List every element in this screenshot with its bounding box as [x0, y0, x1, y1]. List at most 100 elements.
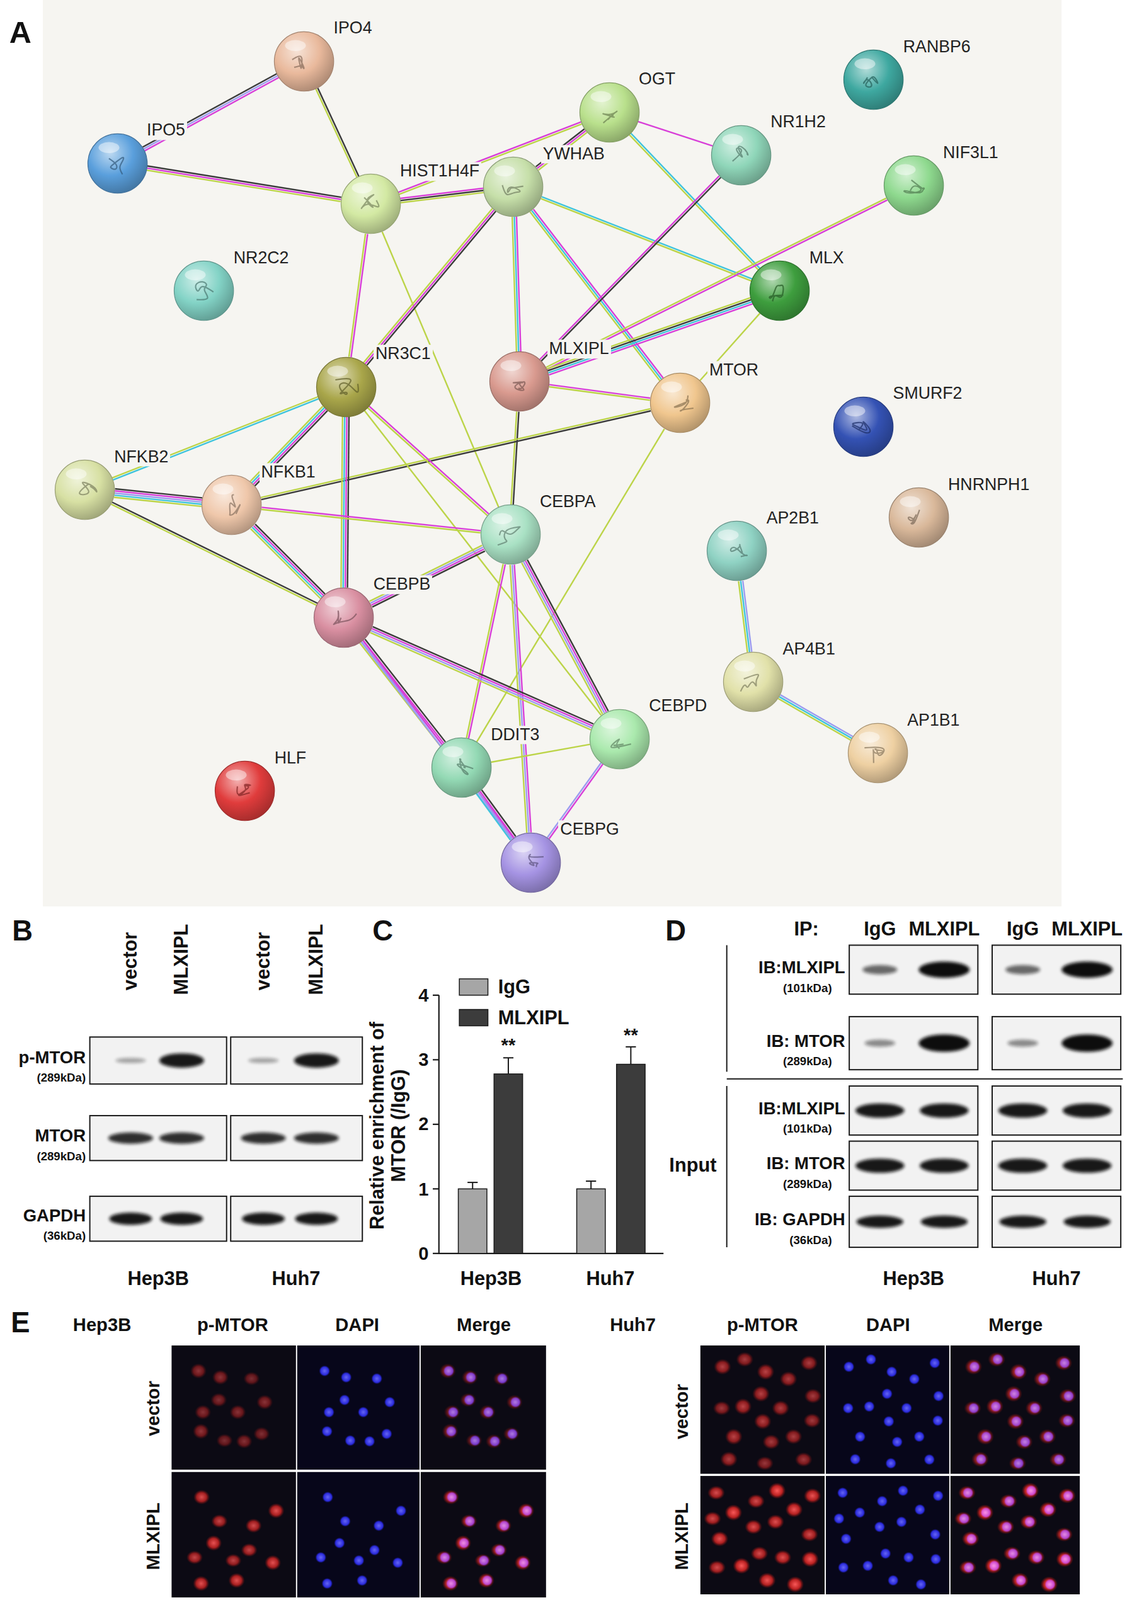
- cell-signal: [243, 1372, 260, 1386]
- protein-band: [918, 961, 970, 978]
- nucleus: [843, 1361, 855, 1373]
- cell-signal: [216, 1433, 233, 1447]
- structure-glyph: [229, 495, 241, 516]
- structure-glyph: [864, 747, 884, 764]
- evidence-line: [363, 208, 493, 363]
- interaction-edge: [777, 694, 853, 741]
- interaction-edge: [400, 188, 484, 203]
- protein-node: DDIT3: [430, 737, 492, 799]
- micrograph: [700, 1345, 826, 1475]
- cell-signal: [1011, 1572, 1029, 1589]
- figure-label: GAPDH: [23, 1206, 86, 1226]
- figure-label: DAPI: [866, 1314, 911, 1335]
- nucleus: [1004, 1495, 1016, 1507]
- nucleus: [439, 1552, 451, 1564]
- evidence-line: [539, 175, 720, 360]
- evidence-line: [533, 209, 664, 378]
- protein-sphere: [488, 350, 550, 412]
- figure-label: MLXIPL: [908, 918, 980, 940]
- figure-label: D: [665, 915, 687, 947]
- protein-node: CEBPA: [480, 503, 542, 566]
- sphere-body: [500, 832, 561, 892]
- evidence-line: [146, 168, 341, 200]
- protein-sphere: [500, 832, 562, 894]
- evidence-line: [253, 409, 326, 485]
- protein-band: [920, 1215, 969, 1228]
- nucleus: [381, 1428, 393, 1440]
- evidence-line: [738, 581, 748, 653]
- figure-label: Hep3B: [883, 1268, 945, 1290]
- blot-frame: [230, 1115, 363, 1161]
- protein-band: [919, 1103, 969, 1119]
- evidence-line: [512, 216, 517, 352]
- error-cap: [585, 1180, 596, 1182]
- structure-glyph: [730, 544, 748, 557]
- nucleus: [1060, 1553, 1072, 1565]
- protein-label: HNRNPH1: [946, 475, 1032, 494]
- micrograph: [825, 1475, 950, 1595]
- legend-label: IgG: [498, 976, 531, 998]
- sphere-body: [579, 82, 639, 142]
- protein-band: [1007, 1039, 1039, 1047]
- evidence-line: [546, 200, 887, 370]
- evidence-line: [529, 211, 660, 381]
- sphere-body: [54, 460, 115, 520]
- nucleus: [887, 1574, 899, 1587]
- sphere-body: [847, 723, 908, 784]
- interaction-edge: [261, 507, 481, 533]
- cell-signal: [794, 1452, 813, 1468]
- protein-band: [1061, 1034, 1113, 1052]
- rotated-label: MLXIPL: [142, 1502, 164, 1570]
- cell-signal: [708, 1560, 726, 1575]
- protein-label: CEBPA: [537, 493, 598, 512]
- evidence-line: [143, 75, 278, 149]
- sphere-body: [87, 133, 147, 193]
- nucleus: [364, 1435, 376, 1447]
- figure-label: p-MTOR: [18, 1048, 87, 1068]
- micrograph-ground: [171, 1345, 297, 1471]
- protein-sphere: [832, 396, 894, 458]
- cell-signal: [1019, 1514, 1038, 1529]
- cell-signal: [976, 1504, 995, 1521]
- figure-label: C: [372, 915, 394, 947]
- nucleus: [842, 1402, 854, 1415]
- cell-signal: [1004, 1385, 1023, 1402]
- interaction-edge: [490, 744, 590, 763]
- nucleus: [1000, 1521, 1013, 1533]
- evidence-line: [490, 744, 590, 763]
- cell-signal: [1058, 1388, 1077, 1404]
- sphere-gloss: [590, 90, 612, 102]
- micrograph-ground: [950, 1345, 1081, 1475]
- protein-node: NR1H2: [710, 124, 772, 186]
- protein-node: MLX: [748, 260, 811, 322]
- protein-sphere: [847, 722, 909, 784]
- interaction-edge: [521, 560, 608, 715]
- interaction-edge: [529, 209, 663, 381]
- protein-band: [294, 1053, 339, 1068]
- cell-signal: [976, 1428, 995, 1446]
- rotated-label: vector: [119, 932, 142, 991]
- evidence-line: [370, 547, 484, 604]
- nucleus: [881, 1388, 893, 1400]
- protein-band: [1061, 961, 1113, 978]
- cell-signal: [786, 1576, 804, 1593]
- cell-signal: [211, 1514, 228, 1529]
- evidence-line: [521, 562, 603, 714]
- structure-glyph: [863, 76, 878, 87]
- nucleus: [1043, 1504, 1055, 1516]
- cell-signal: [725, 1504, 743, 1521]
- evidence-line: [531, 210, 662, 380]
- cell-signal: [444, 1404, 461, 1420]
- cell-signal: [517, 1503, 535, 1519]
- figure-label: Huh7: [271, 1268, 321, 1290]
- sphere-gloss: [844, 405, 866, 416]
- cell-signal: [490, 1543, 508, 1558]
- protein-node: NIF3L1: [883, 154, 945, 217]
- protein-label: AP1B1: [905, 711, 962, 730]
- nucleus: [318, 1365, 331, 1377]
- cell-signal: [1021, 1482, 1040, 1500]
- protein-node: IPO5: [86, 132, 149, 195]
- nucleus: [357, 1406, 370, 1418]
- cell-signal: [1003, 1546, 1022, 1561]
- nucleus: [968, 1361, 981, 1373]
